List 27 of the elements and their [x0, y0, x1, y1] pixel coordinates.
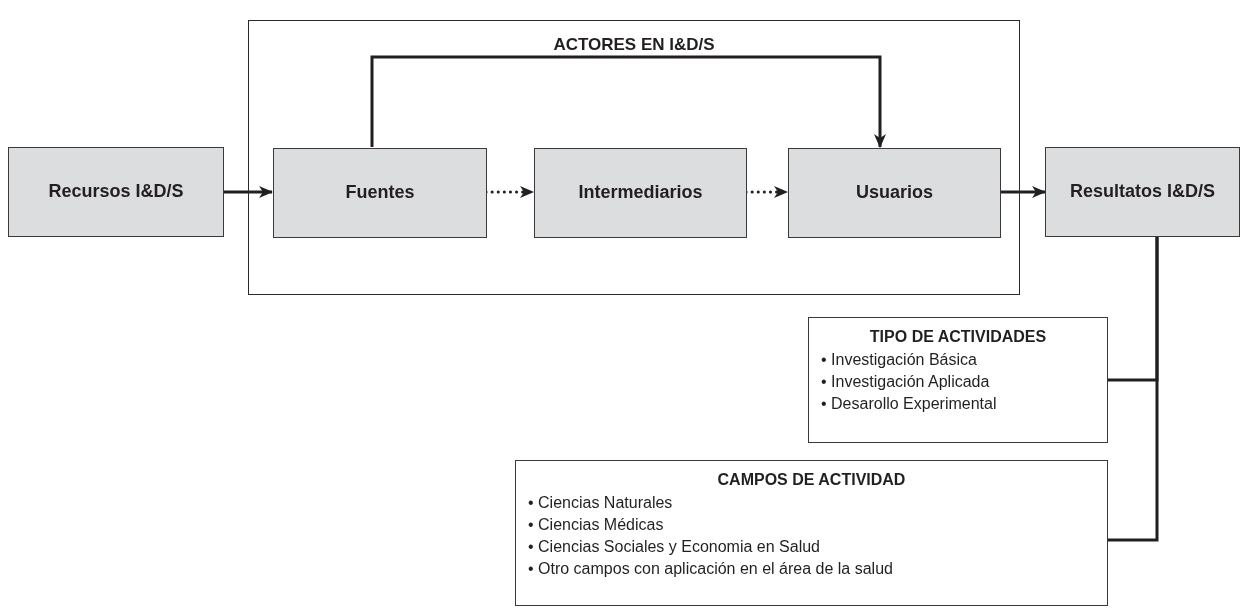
list-heading: CAMPOS DE ACTIVIDAD — [716, 471, 907, 489]
list-box — [808, 317, 1108, 443]
process-box — [1045, 147, 1240, 237]
list-item: • Investigación Básica — [821, 350, 977, 370]
process-box — [534, 148, 747, 238]
arrow — [1000, 186, 1046, 198]
process-box — [8, 147, 224, 237]
box-label: Recursos I&D/S — [47, 181, 185, 203]
list-item: • Ciencias Sociales y Economia en Salud — [528, 537, 820, 557]
list-item: • Otro campos con aplicación en el área de la salud — [528, 559, 893, 579]
group-title: ACTORES EN I&D/S — [552, 35, 716, 55]
connector-line — [1108, 237, 1159, 542]
list-heading: TIPO DE ACTIVIDADES — [868, 328, 1048, 346]
list-box — [515, 460, 1108, 606]
list-item: • Ciencias Médicas — [528, 515, 664, 535]
arrow — [370, 55, 886, 148]
arrow — [224, 186, 273, 198]
list-item: • Desarollo Experimental — [821, 394, 997, 414]
box-label: Intermediarios — [577, 182, 704, 204]
box-label: Usuarios — [855, 182, 934, 204]
box-label: Resultatos I&D/S — [1069, 181, 1216, 203]
group-frame — [248, 20, 1020, 295]
process-box — [273, 148, 487, 238]
process-box — [788, 148, 1001, 238]
list-item: • Investigación Aplicada — [821, 372, 990, 392]
box-label: Fuentes — [344, 182, 416, 204]
list-item: • Ciencias Naturales — [528, 493, 673, 513]
